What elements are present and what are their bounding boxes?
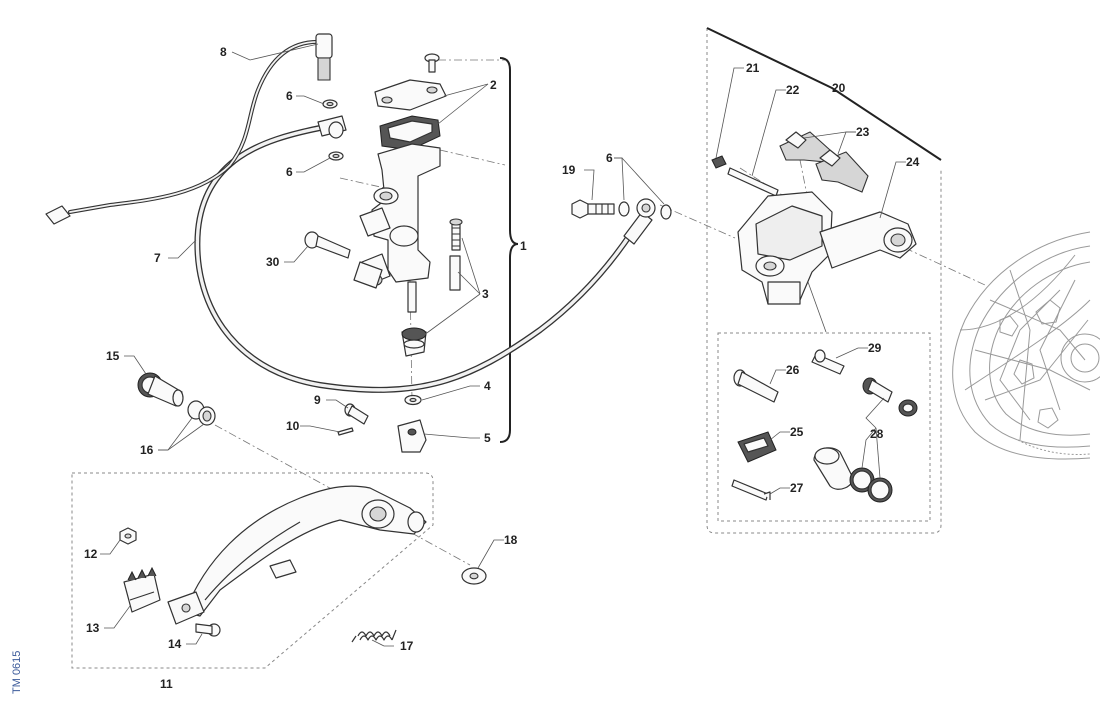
slide-pin-29 (811, 349, 845, 375)
banjo-bolt-19 (571, 199, 615, 219)
callout-2: 2 (490, 78, 497, 92)
dust-boot (401, 327, 427, 357)
callout-13: 13 (86, 621, 100, 635)
washer-18 (461, 567, 487, 585)
caliper-bracket-24 (819, 211, 917, 269)
callout-28: 28 (870, 427, 884, 441)
callout-6-lower: 6 (286, 165, 293, 179)
callout-17: 17 (400, 639, 414, 653)
brake-pedal-11 (167, 485, 427, 625)
callout-30: 30 (266, 255, 280, 269)
pivot-washers-16 (187, 400, 216, 426)
callout-numbers: 1 2 3 4 5 6 6 6 7 8 9 10 11 12 13 14 15 … (84, 45, 920, 691)
callout-3: 3 (482, 287, 489, 301)
reservoir-screw (424, 53, 440, 73)
seal-kit-28-left (862, 377, 918, 417)
master-cylinder-mounting-bolt (304, 231, 351, 259)
caliper-body-20 (737, 191, 833, 305)
nut-12 (119, 527, 137, 545)
callout-1: 1 (520, 239, 527, 253)
callout-8: 8 (220, 45, 227, 59)
master-cylinder-body (353, 143, 441, 289)
callout-11: 11 (160, 677, 173, 691)
callout-7: 7 (154, 251, 161, 265)
callout-9: 9 (314, 393, 321, 407)
rear-brake-hose (194, 115, 653, 393)
callout-27: 27 (790, 481, 804, 495)
callout-24: 24 (906, 155, 920, 169)
split-pin-10 (337, 427, 354, 436)
callout-16: 16 (140, 443, 154, 457)
callout-4: 4 (484, 379, 491, 393)
pedal-tip-13 (123, 566, 161, 613)
piston-and-seals-28 (813, 447, 893, 503)
callout-22: 22 (786, 83, 800, 97)
callout-6-upper: 6 (286, 89, 293, 103)
stop-light-switch-cable (45, 33, 333, 225)
caliper-group-box (706, 28, 942, 534)
reservoir-cap (374, 79, 447, 111)
callout-26: 26 (786, 363, 800, 377)
clevis-fork-5 (397, 419, 427, 453)
callout-29: 29 (868, 341, 882, 355)
bleed-screw-21 (711, 155, 727, 169)
pad-spring-25 (737, 431, 777, 463)
callout-10: 10 (286, 419, 300, 433)
callout-23: 23 (856, 125, 870, 139)
pedal-pivot-bolt-15 (137, 372, 184, 407)
callout-12: 12 (84, 547, 98, 561)
callout-18: 18 (504, 533, 518, 547)
pedal-group-box (71, 472, 434, 669)
callout-14: 14 (168, 637, 182, 651)
clevis-pin-9 (344, 403, 369, 425)
callout-20: 20 (832, 81, 846, 95)
brake-pads-23 (779, 131, 869, 193)
callout-25: 25 (790, 425, 804, 439)
pushrod-assembly (407, 218, 463, 313)
rear-wheel-disc (952, 231, 1100, 460)
retaining-clip-27 (731, 479, 771, 501)
callout-6-caliper: 6 (606, 151, 613, 165)
callout-19: 19 (562, 163, 576, 177)
nut-4 (404, 394, 422, 406)
guide-pin-26 (733, 369, 779, 403)
banjo-washers-6 (618, 201, 672, 220)
callout-leaders (100, 43, 906, 647)
banjo-fitting (636, 198, 656, 218)
screw-14 (195, 623, 221, 637)
callout-15: 15 (106, 349, 120, 363)
callout-21: 21 (746, 61, 760, 75)
brace-caliper (706, 27, 942, 161)
caliper-kit-box (717, 332, 931, 522)
drawing-code: TM 0615 (11, 651, 23, 694)
return-spring-17 (351, 629, 397, 643)
reservoir-diaphragm (379, 115, 441, 151)
callout-5: 5 (484, 431, 491, 445)
brace-master-cylinder (499, 57, 519, 443)
